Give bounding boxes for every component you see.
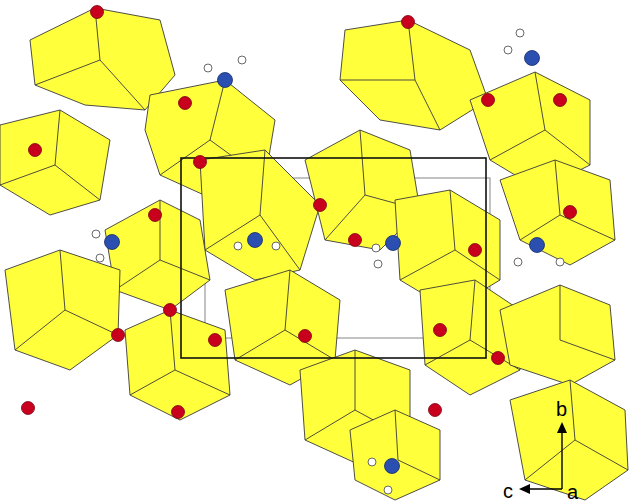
- polyhedra: [235, 330, 285, 360]
- axis-label: b: [556, 399, 567, 419]
- hydrogen-atom: [504, 46, 512, 54]
- polyhedra: [260, 150, 300, 270]
- axis-arrow: [561, 430, 562, 489]
- polyhedra: [170, 310, 230, 395]
- polyhedra: [15, 310, 65, 350]
- polyhedra: [500, 285, 615, 385]
- polyhedra: [160, 200, 210, 280]
- axis-arrow: [557, 422, 567, 433]
- nitrogen-atom: [385, 459, 400, 474]
- polyhedra: [520, 215, 560, 240]
- oxygen-atoms: [22, 6, 577, 419]
- axis-label: a: [567, 482, 578, 502]
- hydrogen-atom: [516, 29, 524, 37]
- oxygen-atom: [179, 97, 192, 110]
- hydrogen-atom: [238, 56, 246, 64]
- oxygen-atom: [22, 402, 35, 415]
- polyhedra: [55, 110, 100, 200]
- oxygen-atom: [149, 209, 162, 222]
- hydrogen-atom: [92, 230, 100, 238]
- axis-arrow: [519, 484, 530, 494]
- nitrogen-atom: [386, 236, 401, 251]
- polyhedra: [105, 200, 210, 310]
- nitrogen-atom: [248, 233, 263, 248]
- polyhedra: [130, 370, 175, 395]
- polyhedra: [490, 72, 545, 160]
- hydrogen-atom: [556, 258, 564, 266]
- oxygen-atom: [194, 156, 207, 169]
- oxygen-atom: [209, 334, 222, 347]
- hydrogen-atom: [204, 64, 212, 72]
- nitrogen-atom: [530, 238, 545, 253]
- polyhedra: [408, 20, 440, 130]
- unit-cell: [181, 158, 486, 358]
- polyhedra: [325, 195, 365, 240]
- polyhedra: [200, 150, 320, 280]
- oxygen-atom: [564, 206, 577, 219]
- polyhedra: [0, 8, 628, 500]
- hydrogen-atom: [368, 458, 376, 466]
- polyhedra: [570, 380, 628, 470]
- polyhedra: [395, 410, 440, 480]
- oxygen-atom: [469, 244, 482, 257]
- oxygen-atom: [91, 6, 104, 19]
- polyhedra: [350, 410, 440, 500]
- oxygen-atom: [164, 304, 177, 317]
- polyhedra: [0, 110, 110, 215]
- polyhedra: [340, 20, 488, 130]
- oxygen-atom: [434, 324, 447, 337]
- polyhedra: [95, 8, 145, 110]
- oxygen-atom: [554, 94, 567, 107]
- hydrogen-atom: [372, 244, 380, 252]
- oxygen-atom: [492, 352, 505, 365]
- oxygen-atom: [349, 234, 362, 247]
- polyhedra: [125, 310, 230, 420]
- polyhedra: [425, 340, 470, 365]
- polyhedra: [60, 250, 118, 335]
- axis-arrow: [527, 488, 562, 489]
- nitrogen-atom: [105, 235, 120, 250]
- oxygen-atom: [299, 330, 312, 343]
- axis-arrows: [519, 422, 567, 494]
- polyhedra: [500, 160, 615, 265]
- oxygen-atom: [172, 406, 185, 419]
- oxygen-atom: [429, 404, 442, 417]
- hydrogen-atom: [514, 258, 522, 266]
- polyhedra: [525, 440, 575, 480]
- hydrogen-atom: [272, 242, 280, 250]
- polyhedra: [305, 410, 355, 440]
- polyhedra: [400, 190, 455, 280]
- nitrogen-atom: [218, 73, 233, 88]
- axis-label: c: [503, 481, 513, 501]
- polyhedra: [560, 285, 615, 360]
- polyhedra: [115, 260, 160, 290]
- hydrogen-atom: [234, 242, 242, 250]
- hydrogen-atom: [96, 254, 104, 262]
- hydrogen-atom: [374, 260, 382, 268]
- hydrogen-atom: [384, 486, 392, 494]
- hydrogen-atoms: [92, 29, 564, 494]
- polyhedra: [555, 160, 615, 240]
- polyhedra: [545, 130, 590, 165]
- nitrogen-atom: [525, 51, 540, 66]
- oxygen-atom: [314, 199, 327, 212]
- oxygen-atom: [29, 144, 42, 157]
- polyhedra: [5, 250, 120, 370]
- polyhedra: [35, 60, 100, 85]
- oxygen-atom: [402, 16, 415, 29]
- polyhedra: [340, 80, 415, 81]
- oxygen-atom: [112, 329, 125, 342]
- polyhedra: [285, 270, 335, 360]
- nitrogen-atoms: [105, 51, 545, 474]
- oxygen-atom: [482, 94, 495, 107]
- polyhedra: [0, 165, 55, 185]
